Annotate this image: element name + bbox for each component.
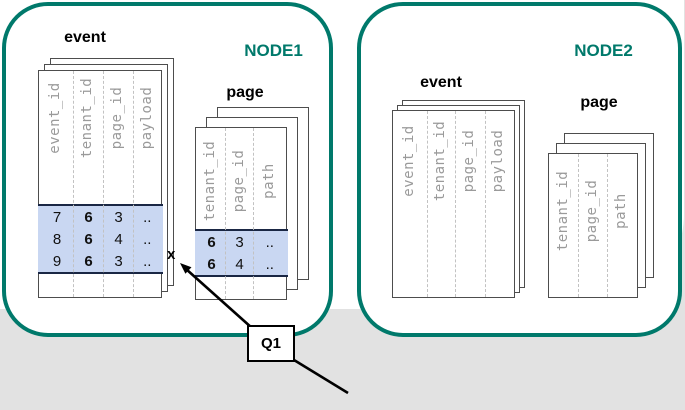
column-header-tenant-id: tenant_id bbox=[432, 120, 448, 202]
column-divider bbox=[225, 128, 226, 299]
table-cell: 8 bbox=[52, 230, 62, 248]
column-divider bbox=[253, 128, 254, 299]
column-header-page-id: page_id bbox=[231, 149, 247, 213]
column-divider bbox=[103, 71, 104, 297]
column-header-tenant-id: tenant_id bbox=[555, 170, 571, 252]
table-cell: 6 bbox=[84, 252, 93, 270]
column-divider bbox=[485, 111, 486, 297]
column-divider bbox=[427, 111, 428, 297]
column-header-path: path bbox=[261, 163, 277, 199]
table-cell: 6 bbox=[207, 255, 216, 273]
node2-title: NODE2 bbox=[574, 41, 633, 60]
table-cell: 6 bbox=[84, 208, 93, 226]
join-location-marker: x bbox=[167, 246, 176, 263]
table-cell: 6 bbox=[84, 230, 93, 248]
node2-event-table: event_id tenant_id page_id payload bbox=[392, 110, 515, 298]
column-header-page-id: page_id bbox=[461, 129, 477, 193]
table-cell: 4 bbox=[114, 230, 123, 248]
table-cell: .. bbox=[265, 255, 274, 273]
table-cell: 3 bbox=[114, 252, 123, 270]
column-header-tenant-id: tenant_id bbox=[202, 140, 218, 222]
column-divider bbox=[607, 154, 608, 297]
column-header-page-id: page_id bbox=[584, 179, 600, 243]
column-header-tenant-id: tenant_id bbox=[79, 77, 95, 159]
column-header-event-id: event_id bbox=[47, 82, 63, 154]
node1-event-highlight bbox=[37, 204, 163, 274]
column-divider bbox=[73, 71, 74, 297]
node1-event-table: event_id tenant_id page_id payload 7 6 3… bbox=[37, 70, 163, 298]
table-cell: .. bbox=[265, 233, 274, 251]
node2-event-table-title: event bbox=[420, 74, 462, 91]
node2-page-table-title: page bbox=[580, 94, 618, 111]
table-cell: .. bbox=[143, 252, 152, 270]
incoming-query-line bbox=[293, 358, 349, 395]
node2-page-table: tenant_id page_id path bbox=[548, 153, 638, 298]
table-cell: 3 bbox=[235, 233, 244, 251]
column-header-page-id: page_id bbox=[109, 86, 125, 150]
node1-title: NODE1 bbox=[244, 41, 303, 60]
table-cell: .. bbox=[143, 230, 152, 248]
column-divider bbox=[455, 111, 456, 297]
node1-page-table-title: page bbox=[226, 84, 264, 101]
node1-page-rows: 6 3 .. 6 4 .. bbox=[198, 231, 287, 275]
table-cell: 9 bbox=[52, 252, 62, 270]
table-cell: .. bbox=[143, 208, 152, 226]
node1-event-rows: 7 6 3 .. 8 6 4 .. 9 6 3 .. bbox=[41, 206, 162, 272]
column-header-payload: payload bbox=[490, 129, 506, 193]
column-divider bbox=[133, 71, 134, 297]
query-q1-callout: Q1 bbox=[247, 325, 295, 362]
table-cell: 7 bbox=[52, 208, 62, 226]
node1-page-table: tenant_id page_id path 6 3 .. 6 4 .. bbox=[194, 127, 288, 300]
column-header-event-id: event_id bbox=[401, 125, 417, 197]
table-cell: 4 bbox=[235, 255, 244, 273]
table-cell: 3 bbox=[114, 208, 123, 226]
table-cell: 6 bbox=[207, 233, 216, 251]
column-header-path: path bbox=[613, 193, 629, 229]
node1-event-table-title: event bbox=[64, 29, 106, 46]
column-divider bbox=[578, 154, 579, 297]
column-header-payload: payload bbox=[139, 86, 155, 150]
